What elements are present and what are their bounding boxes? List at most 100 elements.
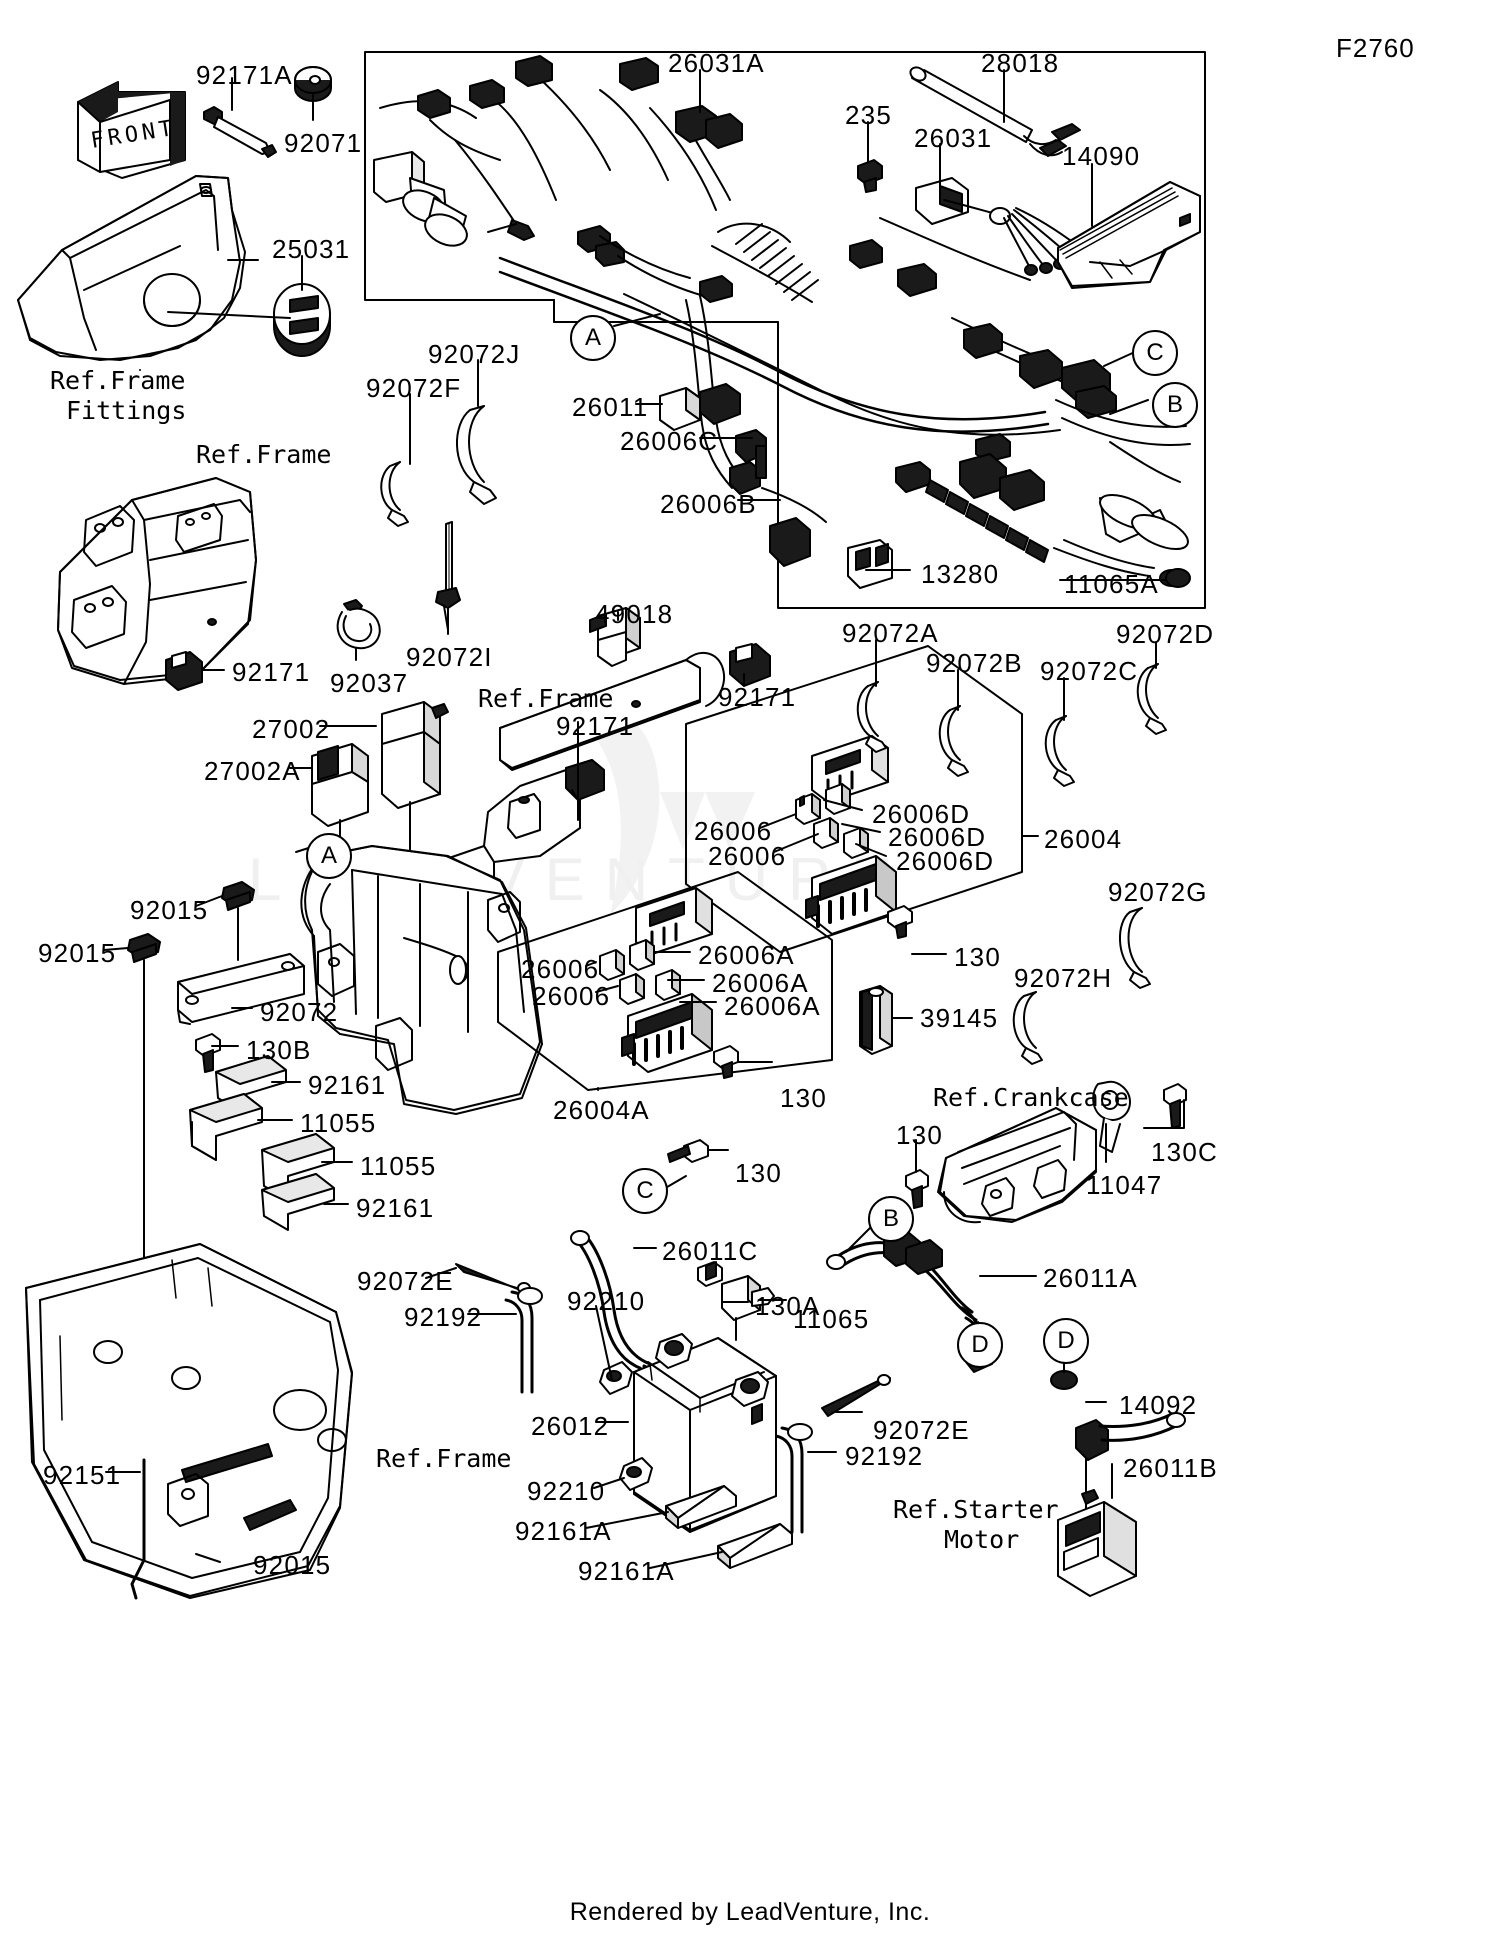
part-26006-2: 26006 xyxy=(708,841,787,871)
part-drawing-fuses-26006D xyxy=(795,783,869,859)
ref-frame-lower: Ref.Frame xyxy=(376,1444,512,1473)
part-drawing-bolt-130C xyxy=(1163,1083,1187,1129)
part-26006B: 26006B xyxy=(660,489,757,519)
part-drawing-26012 xyxy=(633,1333,777,1533)
section-marker-c-top: C xyxy=(1132,330,1178,376)
part-drawing-fuse-main-26004A xyxy=(635,887,713,955)
part-26011B: 26011B xyxy=(1123,1453,1218,1483)
part-drawing-92037 xyxy=(336,599,381,650)
part-drawing-92072 xyxy=(177,953,305,1025)
section-marker-b-mid: B xyxy=(868,1196,914,1242)
part-92072B: 92072B xyxy=(926,648,1023,678)
part-drawing-27002 xyxy=(381,701,449,891)
sheet-code: F2760 xyxy=(1336,33,1415,63)
part-drawing-26011B xyxy=(1075,1412,1186,1511)
part-92015-3: 92015 xyxy=(253,1550,332,1580)
part-28018: 28018 xyxy=(981,48,1060,78)
ref-starter-motor-line2: Motor xyxy=(944,1525,1020,1554)
part-drawing-92171-frame xyxy=(165,651,203,691)
part-92171A: 92171A xyxy=(196,60,293,90)
section-marker-a-top: A xyxy=(570,315,616,361)
part-drawing-26004-box xyxy=(685,645,1023,953)
part-drawing-92192-2 xyxy=(774,1423,813,1534)
part-26006A-1: 26006A xyxy=(698,940,795,970)
part-26006A-3: 26006A xyxy=(724,991,821,1021)
part-drawing-28018 xyxy=(909,66,1081,157)
part-drawing-bolt-130B xyxy=(195,1033,221,1073)
part-130-batt: 130 xyxy=(735,1158,782,1188)
part-26004A: 26004A xyxy=(553,1095,650,1125)
part-92192-1: 92192 xyxy=(404,1302,483,1332)
part-drawing-fuses-26006A xyxy=(599,939,681,1005)
part-drawing-11065 xyxy=(721,1275,775,1341)
render-credit-footer: Rendered by LeadVenture, Inc. xyxy=(569,1898,931,1926)
part-drawing-39145 xyxy=(859,985,893,1055)
section-marker-a-mid: A xyxy=(306,833,352,879)
part-drawing-27002A xyxy=(311,743,369,899)
part-26004: 26004 xyxy=(1044,824,1123,854)
ref-frame-fittings-line2: Fittings xyxy=(66,396,187,425)
part-drawing-92072F xyxy=(380,461,409,527)
part-drawing-11065A xyxy=(1165,568,1191,588)
part-drawing-25031 xyxy=(273,283,331,357)
part-92161-2: 92161 xyxy=(356,1193,435,1223)
part-39145: 39145 xyxy=(920,1003,999,1033)
part-26006C: 26006C xyxy=(620,426,719,456)
leader-lines xyxy=(103,69,1185,1569)
part-drawing-92151 xyxy=(130,1458,146,1600)
part-92071: 92071 xyxy=(284,128,363,158)
front-arrow-icon: FRONT xyxy=(77,81,186,179)
ref-starter-motor-line1: Ref.Starter xyxy=(893,1495,1059,1524)
ref-frame-mid: Ref.Frame xyxy=(478,684,614,713)
part-92072G: 92072G xyxy=(1108,877,1208,907)
part-130C: 130C xyxy=(1151,1137,1218,1167)
part-drawing-11055-1 xyxy=(189,1093,263,1161)
part-92171-frame: 92171 xyxy=(232,657,311,687)
part-drawing-92072J xyxy=(456,405,497,505)
ref-frame-upper: Ref.Frame xyxy=(196,440,332,469)
part-92072E-1: 92072E xyxy=(357,1266,454,1296)
part-92072J: 92072J xyxy=(428,339,521,369)
part-drawing-26004A-box xyxy=(497,871,833,1091)
part-drawing-ref-frame-panel xyxy=(57,477,257,685)
part-drawing-ref-frame-tray xyxy=(25,1243,353,1599)
section-marker-b-top: B xyxy=(1152,382,1198,428)
part-235: 235 xyxy=(845,100,892,130)
part-26031A: 26031A xyxy=(668,48,765,78)
part-26006-1: 26006 xyxy=(694,816,773,846)
part-92072: 92072 xyxy=(260,997,339,1027)
part-130A: 130A xyxy=(755,1291,821,1321)
part-drawing-bolt-130-fuse1 xyxy=(887,905,913,939)
part-drawing-bolt-130A xyxy=(697,1261,723,1287)
part-92151: 92151 xyxy=(43,1460,122,1490)
part-92015-1: 92015 xyxy=(130,895,209,925)
part-drawing-frame-fitting xyxy=(17,175,246,361)
part-drawing-92210-1 xyxy=(599,1361,633,1395)
part-drawing-92072E-1 xyxy=(455,1263,531,1294)
section-marker-d-right: D xyxy=(1043,1318,1089,1364)
part-92161A-2: 92161A xyxy=(578,1556,675,1586)
part-92015-2: 92015 xyxy=(38,938,117,968)
part-14092: 14092 xyxy=(1119,1390,1198,1420)
part-11065: 11065 xyxy=(793,1304,870,1334)
part-drawing-92161A-2 xyxy=(717,1523,793,1569)
part-drawing-ref-starter-motor xyxy=(1057,1489,1137,1597)
part-92171-mid: 92171 xyxy=(718,682,797,712)
part-11055-2: 11055 xyxy=(360,1151,437,1181)
part-drawing-26031A xyxy=(373,55,1191,589)
part-130-fuse1: 130 xyxy=(954,942,1001,972)
part-11065A: 11065A xyxy=(1064,569,1159,599)
part-drawing-92072E-2 xyxy=(821,1374,891,1417)
part-26006-3: 26006 xyxy=(521,954,600,984)
part-92161A-1: 92161A xyxy=(515,1516,612,1546)
part-26006D-1: 26006D xyxy=(872,799,971,829)
part-26011A: 26011A xyxy=(1043,1263,1138,1293)
part-drawing-26031 xyxy=(915,177,1087,276)
part-26031: 26031 xyxy=(914,123,993,153)
part-92192-2: 92192 xyxy=(845,1441,924,1471)
part-drawing-bolt-130-crank xyxy=(905,1169,929,1209)
part-drawing-92192-1 xyxy=(504,1287,543,1394)
ref-frame-fittings-line1: Ref.Frame xyxy=(50,366,186,395)
part-92037: 92037 xyxy=(330,668,409,698)
